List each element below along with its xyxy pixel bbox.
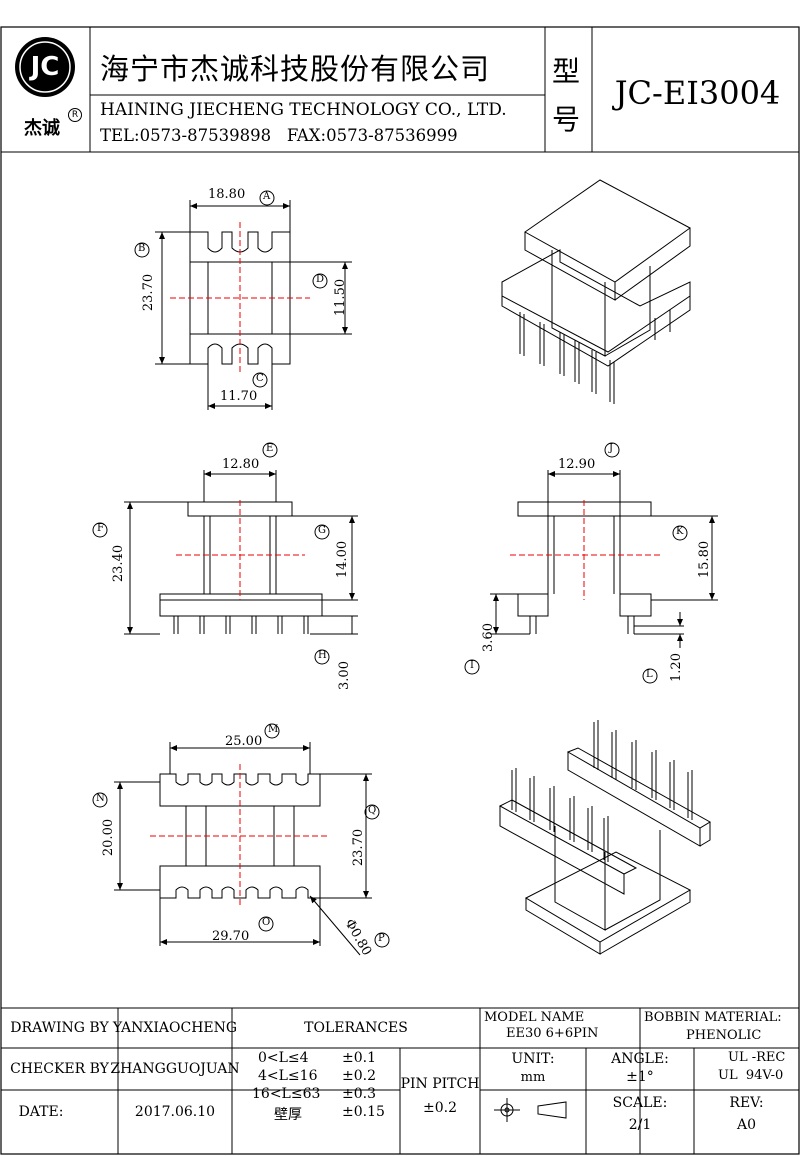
date-value: 2017.06.10 xyxy=(134,1104,216,1120)
tag-g: G xyxy=(318,525,326,536)
ul-94v0: UL 94V-0 xyxy=(718,1068,784,1083)
drawing-by-value: YANXIAOCHENG xyxy=(112,1020,238,1036)
top-view xyxy=(134,190,352,410)
model-name-label: MODEL NAME xyxy=(484,1010,585,1025)
dim-side-pin-length: 3.60 xyxy=(480,623,496,652)
pin-pitch-label: PIN PITCH xyxy=(400,1076,480,1092)
dim-bottom-right: 23.70 xyxy=(351,828,367,867)
dim-bottom-left: 20.00 xyxy=(101,818,117,857)
dim-bottom-width: 29.70 xyxy=(212,929,250,944)
bobbin-material-value: PHENOLIC xyxy=(686,1028,762,1043)
model-name-value: EE30 6+6PIN xyxy=(506,1026,599,1041)
tag-e: E xyxy=(266,443,274,454)
bottom-view xyxy=(92,723,390,956)
tolerances-label: TOLERANCES xyxy=(304,1020,408,1036)
dim-side-inner: 15.80 xyxy=(697,540,713,579)
dim-front-top: 12.80 xyxy=(222,457,260,472)
dim-side-top: 12.90 xyxy=(558,457,596,472)
isometric-view-top xyxy=(501,179,691,404)
angle-value: ±1° xyxy=(626,1069,654,1085)
checker-by-label: CHECKER BY xyxy=(10,1061,109,1077)
tag-i: I xyxy=(470,660,474,671)
tag-d: D xyxy=(316,274,325,285)
dim-top-bottom: 11.70 xyxy=(220,389,258,404)
dim-front-pin: 3.00 xyxy=(336,661,352,690)
tol-range-4: 壁厚 xyxy=(274,1107,302,1123)
tol-value-3: ±0.3 xyxy=(342,1086,376,1102)
registered-mark: R xyxy=(68,108,82,122)
dim-top-width: 18.80 xyxy=(208,187,246,202)
date-label: DATE: xyxy=(18,1104,64,1120)
tag-n: N xyxy=(96,793,105,804)
tol-value-1: ±0.1 xyxy=(342,1050,376,1066)
logo-brand: 杰诚 xyxy=(24,118,60,139)
title-block-grid xyxy=(1,1007,799,1154)
tag-a: A xyxy=(263,191,271,202)
tag-h: H xyxy=(318,650,327,661)
model-label-2: 号 xyxy=(552,103,581,136)
bobbin-material-label: BOBBIN MATERIAL: xyxy=(644,1010,782,1025)
scale-label: SCALE: xyxy=(612,1095,668,1111)
rev-label: REV: xyxy=(729,1095,764,1111)
tag-j: J xyxy=(609,443,614,454)
tol-value-2: ±0.2 xyxy=(342,1068,376,1084)
rev-value: A0 xyxy=(736,1117,757,1133)
front-view xyxy=(92,442,358,665)
tol-range-2: 4<L≤16 xyxy=(258,1068,318,1084)
tol-range-1: 0<L≤4 xyxy=(258,1050,309,1066)
dim-side-offset: 1.20 xyxy=(668,653,684,682)
ul-rec: UL -REC xyxy=(728,1050,786,1065)
dim-top-inner: 11.50 xyxy=(333,278,349,317)
tag-c: C xyxy=(256,373,264,384)
tag-p: P xyxy=(378,933,385,944)
projection-symbol xyxy=(494,1098,567,1122)
model-label-1: 型 xyxy=(552,55,581,88)
company-name-en: HAINING JIECHENG TECHNOLOGY CO., LTD. xyxy=(100,100,507,120)
angle-label: ANGLE: xyxy=(611,1051,669,1067)
tag-f: F xyxy=(97,523,104,534)
pin-pitch-value: ±0.2 xyxy=(423,1100,457,1116)
tag-l: L xyxy=(646,669,653,680)
tag-q: Q xyxy=(368,805,377,816)
tag-b: B xyxy=(138,243,146,254)
tol-range-3: 16<L≤63 xyxy=(252,1086,321,1102)
model-number: JC-EI3004 xyxy=(614,74,781,112)
dim-front-inner: 14.00 xyxy=(335,540,351,579)
unit-value: mm xyxy=(520,1069,546,1085)
tag-m: M xyxy=(268,724,279,735)
tag-o: O xyxy=(262,917,271,928)
dim-front-height: 23.40 xyxy=(111,544,127,583)
side-view xyxy=(464,442,718,684)
company-logo xyxy=(15,37,75,97)
dim-top-height: 23.70 xyxy=(141,273,157,312)
logo-text: JC xyxy=(30,52,60,82)
tol-value-4: ±0.15 xyxy=(342,1104,385,1120)
company-name-cn: 海宁市杰诚科技股份有限公司 xyxy=(100,52,491,86)
dim-bottom-top: 25.00 xyxy=(225,734,263,749)
scale-value: 2/1 xyxy=(628,1117,652,1133)
isometric-view-bottom xyxy=(498,720,711,955)
company-contact: TEL:0573-87539898 FAX:0573-87536999 xyxy=(100,126,458,145)
drawing-by-label: DRAWING BY xyxy=(10,1020,109,1036)
unit-label: UNIT: xyxy=(511,1051,555,1067)
tag-k: K xyxy=(676,526,684,537)
checker-by-value: ZHANGGUOJUAN xyxy=(110,1061,240,1077)
